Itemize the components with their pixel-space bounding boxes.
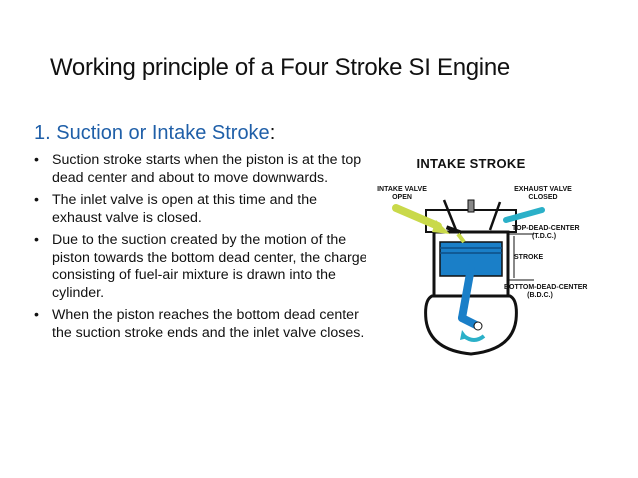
section-heading-colon: : [269, 122, 276, 144]
bullet-marker: • [34, 232, 39, 248]
connecting-rod [458, 264, 475, 322]
bullet-item: • Suction stroke starts when the piston i… [34, 152, 370, 187]
section-heading: 1. Suction or Intake Stroke: [34, 122, 275, 145]
bullet-text: The inlet valve is open at this time and… [52, 192, 317, 226]
bullet-marker: • [34, 192, 39, 208]
slide-title: Working principle of a Four Stroke SI En… [50, 54, 510, 81]
tdc-label-line1: TOP-DEAD-CENTER [512, 225, 580, 232]
figure-title: INTAKE STROKE [416, 156, 526, 171]
intake-flow-arrowhead [432, 220, 450, 234]
tdc-label-line2: (T.D.C.) [531, 233, 557, 240]
intake-valve-label-line2: OPEN [392, 194, 412, 201]
exhaust-valve-label: EXHAUST VALVE CLOSED [510, 186, 576, 202]
bullet-text: Due to the suction created by the motion… [52, 232, 368, 301]
exhaust-port [503, 207, 545, 223]
bullet-list: • Suction stroke starts when the piston i… [34, 152, 370, 347]
intake-valve-stem [442, 199, 458, 231]
bullet-marker: • [34, 307, 39, 323]
exhaust-valve-stem [488, 201, 502, 231]
bullet-marker: • [34, 152, 39, 168]
bdc-label: BOTTOM-DEAD-CENTER (B.D.C.) [504, 284, 588, 300]
exhaust-valve-label-line2: CLOSED [528, 194, 558, 201]
spark-plug [467, 199, 475, 213]
intake-valve-label: INTAKE VALVE OPEN [372, 186, 432, 202]
intake-stroke-diagram: INTAKE STROKE INTAKE VALVE OPEN EXHAUST … [366, 150, 588, 360]
engine-illustration [392, 199, 545, 356]
charge-flow [456, 232, 466, 244]
bdc-label-line1: BOTTOM-DEAD-CENTER [504, 284, 588, 291]
bullet-item: • The inlet valve is open at this time an… [34, 192, 370, 227]
rotation-arrowhead [460, 330, 468, 340]
intake-flow-arrow [392, 204, 442, 230]
tdc-label: TOP-DEAD-CENTER (T.D.C.) [512, 225, 580, 241]
intake-valve-label-line1: INTAKE VALVE [377, 186, 427, 193]
stroke-label: STROKE [514, 254, 544, 261]
section-heading-text: 1. Suction or Intake Stroke [34, 122, 270, 144]
intake-valve-head [445, 225, 463, 235]
bullet-text: When the piston reaches the bottom dead … [52, 307, 365, 341]
bullet-item: • Due to the suction created by the motio… [34, 232, 370, 302]
crankshaft [473, 321, 483, 331]
bullet-item: • When the piston reaches the bottom dead… [34, 307, 370, 342]
bdc-label-line2: (B.D.C.) [527, 292, 553, 299]
bullet-text: Suction stroke starts when the piston is… [52, 152, 362, 186]
exhaust-valve-label-line1: EXHAUST VALVE [514, 186, 572, 193]
